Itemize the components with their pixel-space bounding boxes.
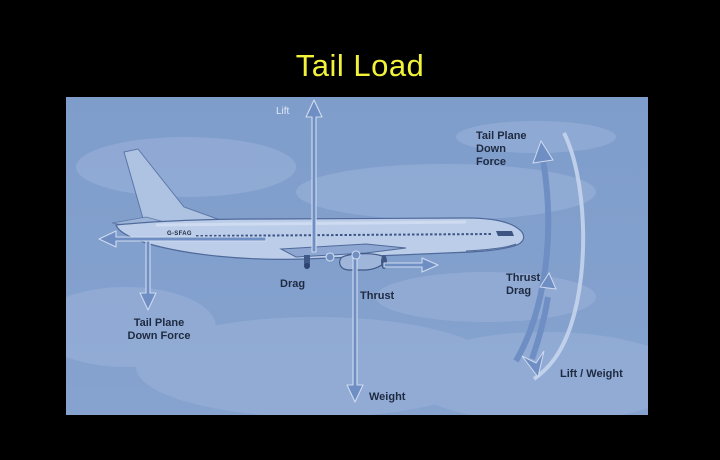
force-arrows (98, 99, 439, 403)
tail-down-force-up-arrow (513, 159, 552, 363)
balance-arc-outer (532, 132, 586, 381)
lift-label: Lift (276, 106, 290, 117)
tail-plane-down-force-label-right: Tail Plane Down Force (476, 130, 527, 168)
weight-arrow (346, 256, 364, 403)
tail-down-force-arrow (139, 238, 157, 311)
thrust-label: Thrust (360, 290, 395, 302)
drag-arrow-tail (98, 230, 267, 248)
weight-label: Weight (369, 391, 406, 403)
aircraft-forces-diagram (66, 97, 648, 415)
tail-plane-down-force-label-left: Tail Plane Down Force (127, 317, 191, 342)
drag-label: Drag (280, 278, 306, 290)
thrust-arrow (383, 257, 439, 273)
aircraft (111, 148, 525, 271)
slide-title: Tail Load (295, 48, 425, 83)
balance-arrows (513, 132, 586, 381)
diagram-panel: Lift Tail Plane Down Force G-SFAG Tail P… (66, 97, 648, 415)
lift-arrow (305, 99, 323, 253)
lift-weight-down-arrow (529, 296, 551, 360)
aircraft-registration: G-SFAG (167, 231, 192, 237)
lift-weight-label: Lift / Weight (560, 368, 623, 380)
thrust-drag-label: Thrust Drag (506, 272, 541, 297)
